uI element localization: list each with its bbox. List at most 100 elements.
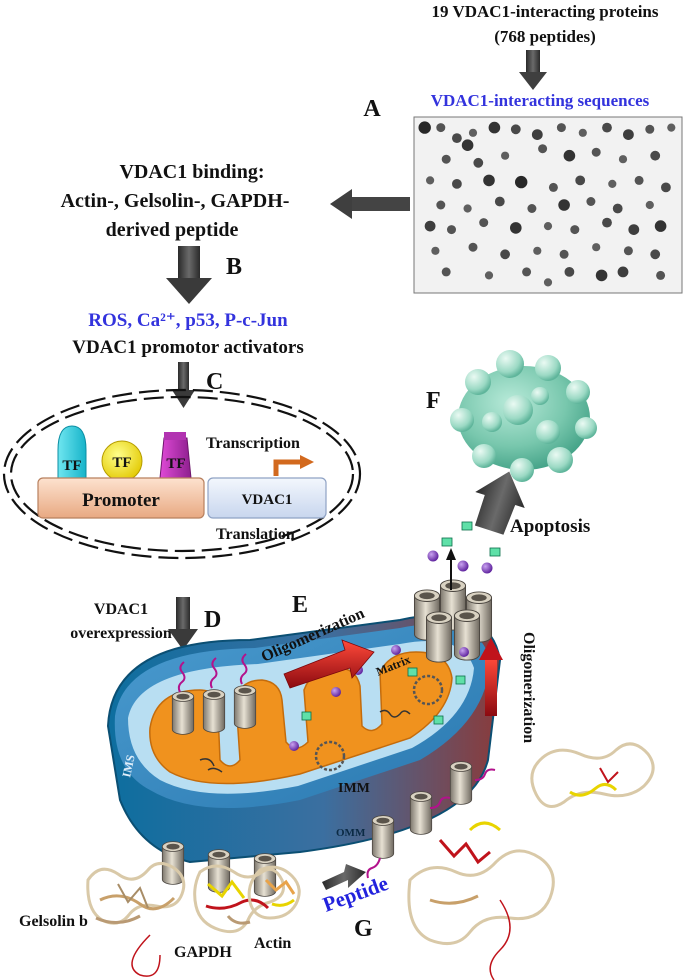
blot-spot [468,242,478,252]
panel-label-d: D [204,607,221,633]
blot-spot [650,150,661,161]
protein-gapdh [193,864,285,934]
interacting-sequences-label: VDAC1-interacting sequences [431,91,650,110]
blot-spot [441,154,451,164]
peptides-count-text: (768 peptides) [494,27,596,46]
red-arrow-e [283,639,375,689]
overexpression-label-2: overexpression [70,625,172,642]
blot-spot [570,225,580,235]
arrow-apoptosis [474,471,525,535]
ims-label: IMS [119,753,137,778]
panel-label-e: E [292,592,308,618]
blot-spot [548,182,558,192]
tf-cyan-label: TF [62,458,81,474]
blot-spot [578,128,587,137]
protein-actin [247,865,301,920]
transcription-label: Transcription [206,435,300,452]
blot-spot [591,147,601,157]
blot-spot [558,199,570,211]
pore [171,691,195,735]
tf-cyan: TF [57,425,87,479]
blot-spot [452,133,462,144]
peptide-arrow [322,864,366,890]
blot-spot [500,249,510,260]
blot-spot [628,224,640,236]
vdac1-gene-label: VDAC1 [242,492,293,508]
arrow-down-sequences [519,50,547,90]
blot-spot [522,267,532,277]
vdac1-gene-box [207,477,327,519]
protein-cluster-right [407,742,655,980]
blot-spot [463,204,472,213]
blot-spot [595,269,608,282]
released-molecules [289,521,501,751]
activators-label: VDAC1 promotor activators [72,337,303,358]
blot-spot [461,139,474,151]
blot-spot [602,122,612,133]
blot-spot [563,149,576,162]
arrow-down-b [166,246,212,304]
blot-spot [494,196,505,207]
blot-spot [436,123,446,133]
blot-spot [473,157,484,168]
apoptotic-cell [450,350,597,482]
red-arrow-vertical [479,638,503,716]
blot-spot [447,225,456,235]
tf-magenta: TF [159,432,192,479]
blot-spot [650,249,661,260]
binding-proteins: Actin-, Gelsolin-, GAPDH- [61,190,290,212]
blot-spot [426,176,435,185]
blot-spot [436,200,446,210]
blot-spot [575,175,586,186]
apoptosis-label: Apoptosis [510,516,590,537]
actin-label: Actin [254,935,291,952]
gapdh-label: GAPDH [174,944,232,961]
blot-spot [559,249,569,259]
blot-spot [656,270,666,280]
activators-list: ROS, Ca²⁺, p53, P-c-Jun [88,310,288,331]
blot-spot [424,220,436,232]
blot-spot [538,144,548,154]
blot-spot [617,266,629,278]
blot-spot [623,129,634,141]
protein-gelsolin [86,862,186,977]
panel-label-c: C [206,369,223,395]
blot-spot [531,129,543,141]
panel-label-b: B [226,254,242,280]
blot-spot [602,217,612,228]
panel-label-g: G [354,916,373,942]
vdac1-oligomer [413,548,493,663]
omm-label: OMM [336,827,366,839]
tf-magenta-label: TF [166,456,185,472]
pore [371,815,395,859]
transcription-arrow [273,455,314,476]
blot-spot [564,267,575,277]
blot-spot [533,246,542,255]
blot-spot [543,278,553,287]
blot-spot [618,155,628,164]
pore [233,685,257,729]
blot-spot [510,124,521,135]
panel-label-f: F [426,388,441,414]
blot-spot [418,121,431,134]
imm-label: IMM [338,781,370,796]
overexpression-label-1: VDAC1 [94,601,148,618]
oligomerization-label-vertical: Oligomerization [520,632,537,743]
gelsolin-label: Gelsolin b [19,913,88,930]
binding-peptide: derived peptide [106,219,239,241]
blot-spot [667,123,676,132]
blot-spot [483,174,495,187]
blot-spot [645,124,655,134]
arrow-left-binding [330,189,410,219]
blot-spot [488,121,501,134]
blot-spot [634,175,644,185]
pore [202,689,226,733]
blot-spot [431,246,440,255]
dot-blot-spots [418,121,676,287]
blot-spot [441,267,451,277]
blot-spot [661,182,671,193]
nucleus-ellipse [2,388,362,560]
tf-yellow: TF [101,440,143,482]
